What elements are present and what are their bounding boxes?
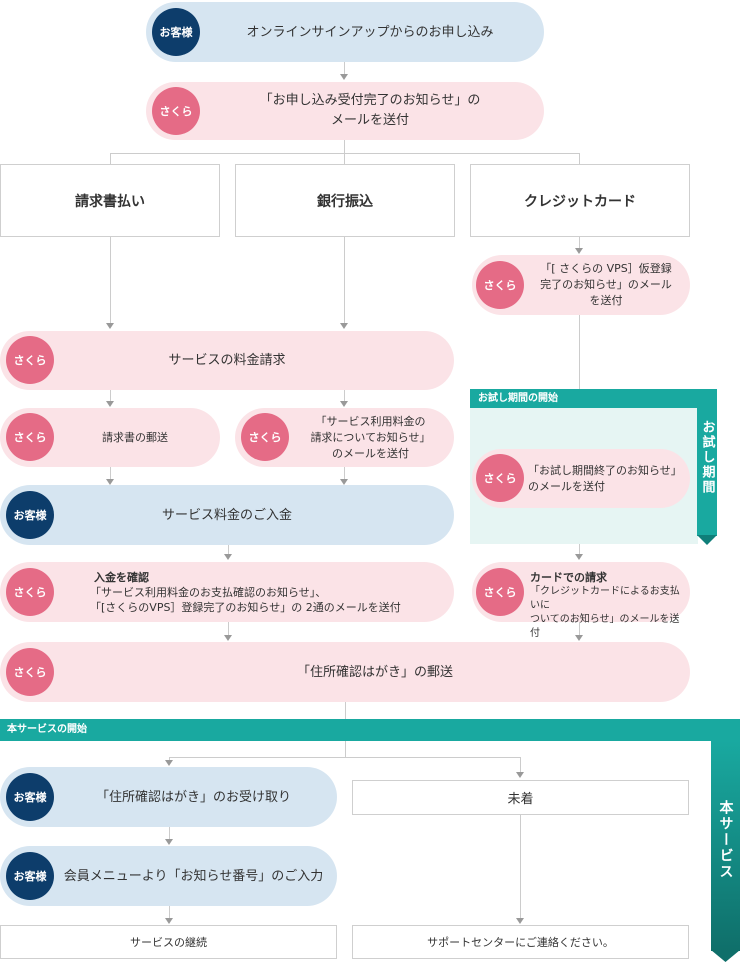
sakura-badge: さくら: [6, 568, 54, 616]
step-confirm-title: 入金を確認: [94, 571, 149, 584]
step-trial-end-mail: さくら 「お試し期間終了のお知らせ」 のメールを送付: [472, 449, 690, 508]
step-postcard: さくら 「住所確認はがき」の郵送: [0, 642, 690, 702]
sakura-badge: さくら: [6, 413, 54, 461]
customer-badge: お客様: [152, 8, 200, 56]
step-signup-text: オンラインサインアップからのお申し込み: [246, 24, 494, 40]
step-fee-mail: さくら 「サービス利用料金の 請求についてお知らせ」 のメールを送付: [235, 408, 454, 467]
step-enter-number: お客様 会員メニューより「お知らせ番号」のご入力: [0, 846, 337, 906]
step-not-arrived: 未着: [352, 780, 689, 815]
step-receipt-mail-text: 「お申し込み受付完了のお知らせ」の メールを送付: [259, 93, 481, 128]
sakura-badge: さくら: [241, 413, 289, 461]
step-enter-number-text: 会員メニューより「お知らせ番号」のご入力: [63, 868, 324, 884]
sakura-badge: さくら: [6, 648, 54, 696]
trial-start-label: お試し期間の開始: [478, 393, 558, 404]
method-bank: 銀行振込: [235, 164, 455, 237]
step-contact: サポートセンターにご連絡ください。: [352, 925, 689, 959]
step-trial-end-mail-text: 「お試し期間終了のお知らせ」 のメールを送付: [528, 463, 682, 493]
customer-badge: お客様: [6, 491, 54, 539]
sakura-badge: さくら: [152, 87, 200, 135]
customer-badge: お客様: [6, 852, 54, 900]
step-billing-text: サービスの料金請求: [168, 353, 286, 368]
service-start-label: 本サービスの開始: [7, 724, 87, 735]
step-payment-text: サービス料金のご入金: [161, 507, 292, 523]
step-vps-temp-mail-text: 「[ さくらの VPS］仮登録 完了のお知らせ」のメール を送付: [540, 262, 672, 307]
sakura-badge: さくら: [476, 454, 524, 502]
step-billing: さくら サービスの料金請求: [0, 331, 454, 390]
step-fee-mail-text: 「サービス利用料金の 請求についてお知らせ」 のメールを送付: [310, 414, 431, 460]
step-payment: お客様 サービス料金のご入金: [0, 485, 454, 545]
step-signup: お客様 オンラインサインアップからのお申し込み: [146, 2, 544, 62]
step-invoice-post-text: 請求書の郵送: [102, 431, 168, 444]
step-card-billing: さくら カードでの請求 「クレジットカードによるお支払いに ついてのお知らせ」の…: [472, 562, 690, 639]
step-confirm-body: 「サービス利用料金のお支払確認のお知らせ」、 「[さくらのVPS］登録完了のお知…: [90, 586, 401, 614]
step-receive-postcard: お客様 「住所確認はがき」のお受け取り: [0, 767, 337, 827]
service-side-label: 本サービス: [717, 800, 734, 880]
trial-arrow-tip: [697, 535, 717, 545]
sakura-badge: さくら: [476, 568, 524, 616]
step-receipt-mail: さくら 「お申し込み受付完了のお知らせ」の メールを送付: [146, 82, 544, 140]
method-invoice: 請求書払い: [0, 164, 220, 237]
step-vps-temp-mail: さくら 「[ さくらの VPS］仮登録 完了のお知らせ」のメール を送付: [472, 255, 690, 315]
customer-badge: お客様: [6, 773, 54, 821]
trial-side-label: お試し期間: [699, 420, 715, 495]
service-arrow-tip: [711, 950, 740, 962]
step-receive-postcard-text: 「住所確認はがき」のお受け取り: [95, 789, 291, 805]
step-invoice-post: さくら 請求書の郵送: [0, 408, 220, 467]
sakura-badge: さくら: [6, 336, 54, 384]
step-card-body: 「クレジットカードによるお支払いに ついてのお知らせ」のメールを送付: [530, 586, 680, 639]
step-confirm-payment: さくら 入金を確認 「サービス利用料金のお支払確認のお知らせ」、 「[さくらのV…: [0, 562, 454, 622]
step-card-title: カードでの請求: [530, 571, 607, 584]
step-postcard-text: 「住所確認はがき」の郵送: [296, 664, 453, 680]
sakura-badge: さくら: [476, 261, 524, 309]
step-continue: サービスの継続: [0, 925, 337, 959]
method-credit: クレジットカード: [470, 164, 690, 237]
